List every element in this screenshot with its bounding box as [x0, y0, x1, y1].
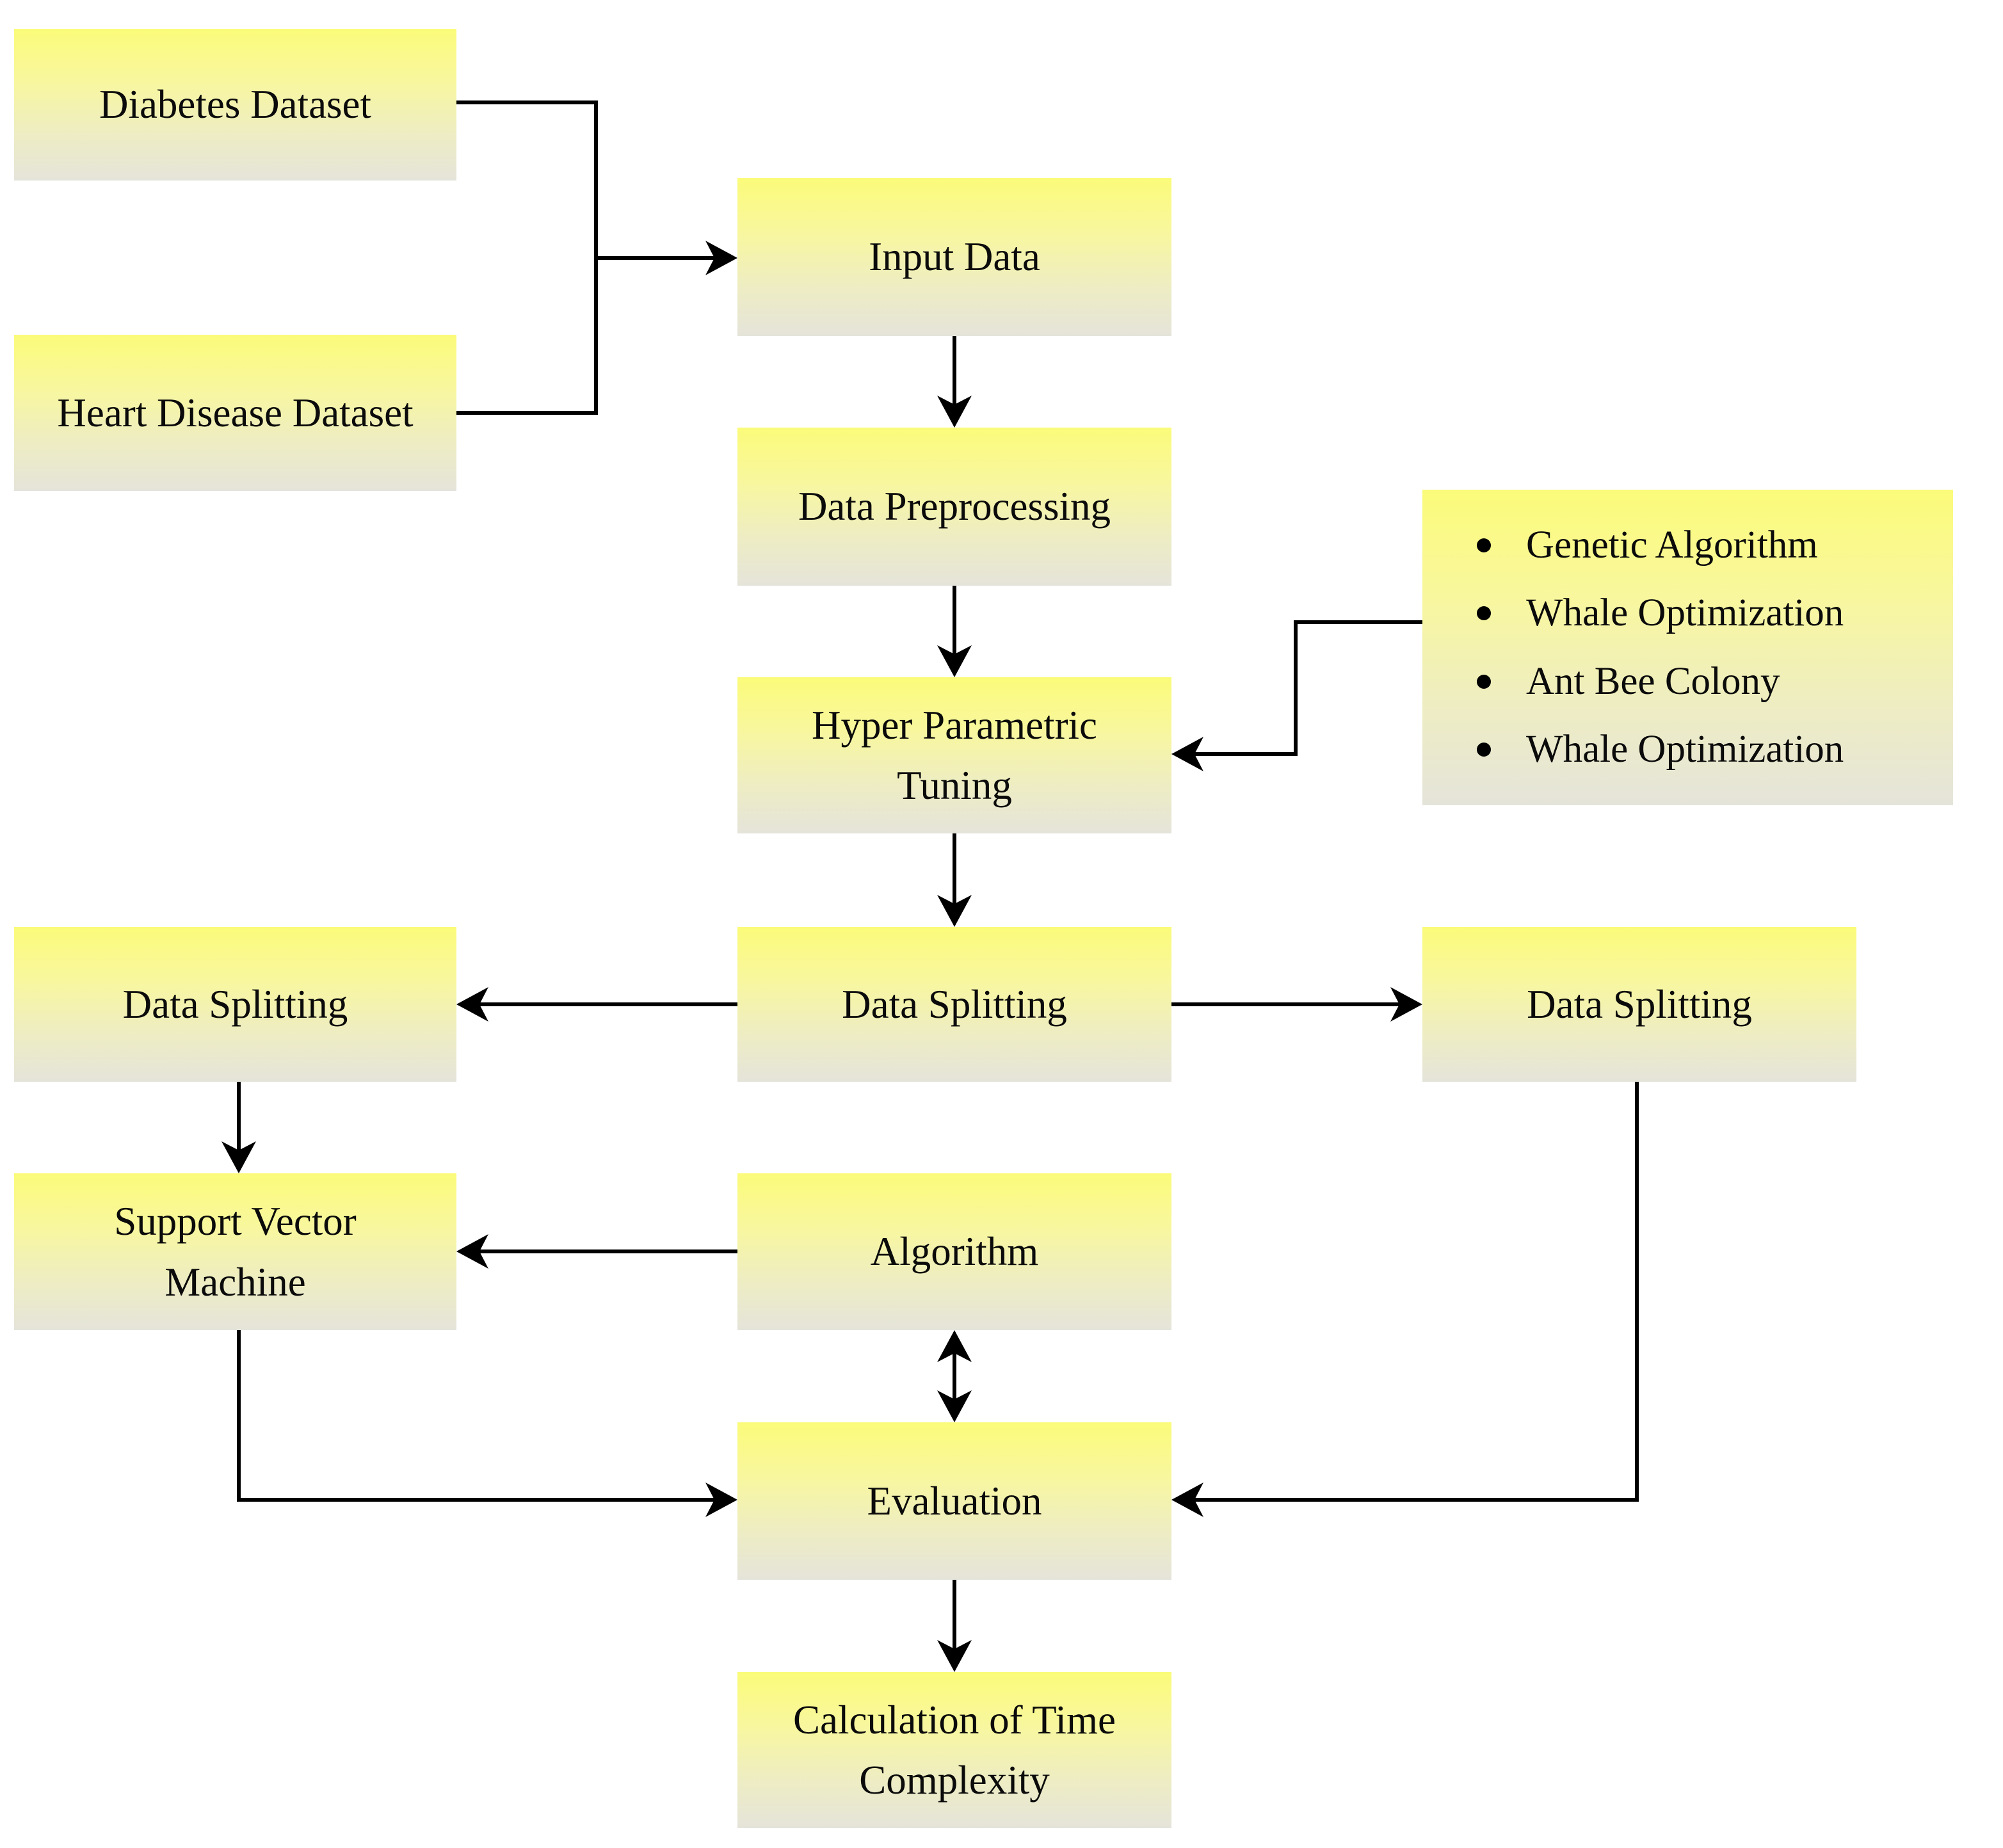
node-label: Input Data — [869, 234, 1040, 280]
arrowhead — [937, 645, 972, 677]
edge-svm-to-evaluation — [237, 1330, 737, 1517]
bullet-icon — [1477, 674, 1491, 689]
node-evaluation: Evaluation — [737, 1422, 1171, 1580]
arrowhead — [1390, 987, 1422, 1022]
arrowhead — [456, 1234, 488, 1269]
node-data-splitting-right: Data Splitting — [1422, 927, 1856, 1082]
node-label: Data Splitting — [122, 981, 348, 1027]
bullet-icon — [1477, 606, 1491, 621]
bullet-icon — [1477, 538, 1491, 552]
arrowhead — [937, 396, 972, 428]
node-support-vector-machine: Support Vector Machine — [14, 1173, 456, 1330]
arrowhead — [456, 987, 488, 1022]
node-heart-disease-dataset: Heart Disease Dataset — [14, 335, 456, 491]
node-data-preprocessing: Data Preprocessing — [737, 428, 1171, 586]
edge-junction-to-input-data — [596, 241, 737, 275]
node-label: Hyper Parametric Tuning — [811, 702, 1098, 808]
node-label: Data Splitting — [842, 981, 1067, 1027]
arrowhead — [937, 895, 972, 927]
node-label: Diabetes Dataset — [99, 82, 372, 127]
arrowhead-down — [937, 1390, 972, 1422]
list-item: Genetic Algorithm — [1477, 517, 1818, 574]
list-item: Whale Optimization — [1477, 585, 1844, 641]
node-algorithm: Algorithm — [737, 1173, 1171, 1330]
edge-evaluation-to-time-complexity — [937, 1580, 972, 1672]
node-input-data: Input Data — [737, 178, 1171, 336]
edge-optimizers-to-tuning — [1171, 620, 1422, 771]
edge-splitting-center-to-right — [1171, 987, 1422, 1022]
node-label: Support Vector Machine — [114, 1199, 357, 1305]
arrowhead — [937, 1640, 972, 1672]
node-label: Data Splitting — [1527, 981, 1752, 1027]
bullet-icon — [1477, 743, 1491, 757]
node-label: Heart Disease Dataset — [57, 390, 414, 435]
node-label: Data Preprocessing — [798, 484, 1111, 529]
edge-tuning-to-splitting — [937, 833, 972, 927]
list-item-label: Ant Bee Colony — [1526, 659, 1780, 703]
edge-input-to-preprocessing — [937, 336, 972, 428]
list-item: Whale Optimization — [1477, 721, 1844, 778]
arrowhead — [1171, 1482, 1203, 1517]
arrowhead-up — [937, 1330, 972, 1362]
arrowhead — [1171, 737, 1203, 771]
list-item-label: Whale Optimization — [1526, 727, 1844, 771]
edge-datasets-junction — [456, 100, 598, 415]
arrowhead — [221, 1141, 256, 1173]
list-item-label: Whale Optimization — [1526, 591, 1844, 635]
node-label: Calculation of Time Complexity — [793, 1697, 1116, 1803]
node-label: Algorithm — [870, 1229, 1039, 1274]
node-time-complexity: Calculation of Time Complexity — [737, 1672, 1171, 1828]
node-label: Evaluation — [867, 1478, 1042, 1523]
node-hyper-parametric-tuning: Hyper Parametric Tuning — [737, 677, 1171, 833]
edge-splitting-center-to-left — [456, 987, 737, 1022]
node-data-splitting-center: Data Splitting — [737, 927, 1171, 1082]
arrowhead — [705, 241, 737, 275]
edge-splitting-right-to-evaluation — [1171, 1082, 1639, 1517]
edge-algorithm-to-svm — [456, 1234, 737, 1269]
list-item: Ant Bee Colony — [1477, 654, 1780, 710]
edge-algorithm-evaluation-bidirectional — [937, 1330, 972, 1422]
arrowhead — [705, 1482, 737, 1517]
edge-preprocessing-to-tuning — [937, 586, 972, 677]
edge-splitting-left-to-svm — [221, 1082, 256, 1173]
node-data-splitting-left: Data Splitting — [14, 927, 456, 1082]
node-optimizer-list: Genetic Algorithm Whale Optimization Ant… — [1422, 490, 1953, 805]
list-item-label: Genetic Algorithm — [1526, 523, 1818, 566]
node-diabetes-dataset: Diabetes Dataset — [14, 29, 456, 181]
